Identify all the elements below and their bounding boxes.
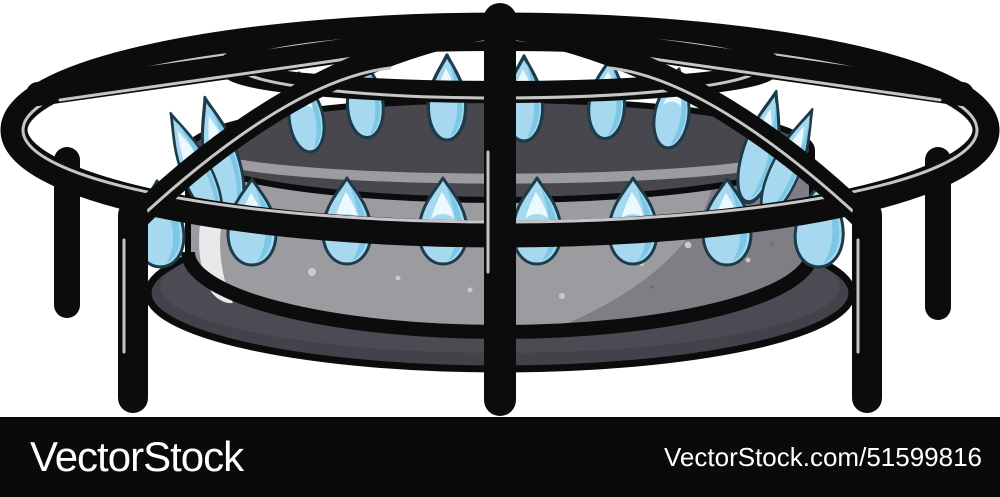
image-url-label: VectorStock.com/51599816 bbox=[664, 442, 982, 472]
arm-lower-right bbox=[488, 13, 879, 234]
grate-frame bbox=[0, 3, 1000, 416]
brand-wordmark: VectorStock bbox=[30, 433, 244, 480]
watermark-bar: VectorStock VectorStock.com/51599816 bbox=[0, 417, 1000, 497]
burner-illustration bbox=[0, 3, 1000, 416]
gas-burner-vector bbox=[0, 3, 1000, 416]
arm-lower-left bbox=[121, 13, 512, 234]
